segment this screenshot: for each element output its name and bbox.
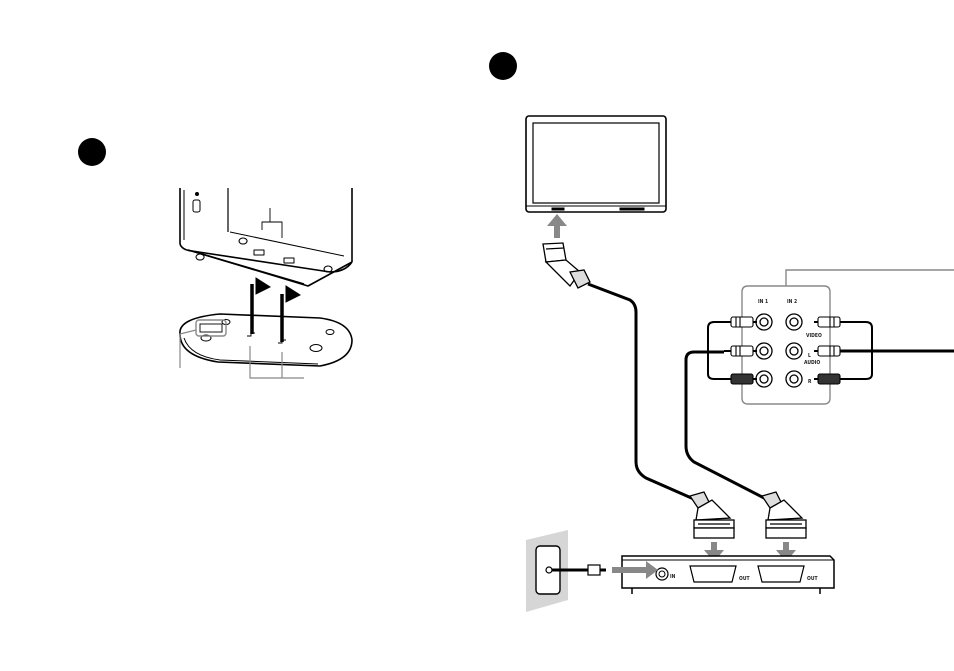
label-in1: IN 1: [758, 299, 768, 305]
tv-connection-panel: IN 1 IN 2 VIDEO AUDIO L R: [489, 52, 954, 612]
stand-assembly-panel: [78, 138, 352, 378]
connector-panel: IN 1 IN 2 VIDEO AUDIO L R: [708, 270, 954, 404]
receiver-out1-label: OUT: [739, 576, 750, 582]
label-audio: AUDIO: [804, 360, 820, 366]
tv-set: [526, 116, 666, 212]
label-in2: IN 2: [787, 299, 797, 305]
scart-plug-out2: [762, 492, 806, 538]
step-marker-right: [489, 52, 517, 80]
receiver-out2-label: OUT: [807, 576, 818, 582]
scart-cable-tv: [588, 284, 696, 500]
arrow-to-tv: [547, 214, 567, 238]
insert-arrows: [252, 278, 300, 342]
label-video: VIDEO: [806, 333, 822, 339]
step-marker-left: [78, 138, 106, 166]
receiver-box: [622, 556, 834, 594]
label-r: R: [808, 379, 812, 385]
label-l: L: [808, 353, 811, 359]
scart-plug-tv: [543, 243, 590, 288]
speaker-unit: [180, 188, 352, 286]
scart-plug-out1: [690, 492, 734, 538]
receiver-in-label: IN: [670, 574, 676, 580]
stand-base: [180, 314, 352, 378]
